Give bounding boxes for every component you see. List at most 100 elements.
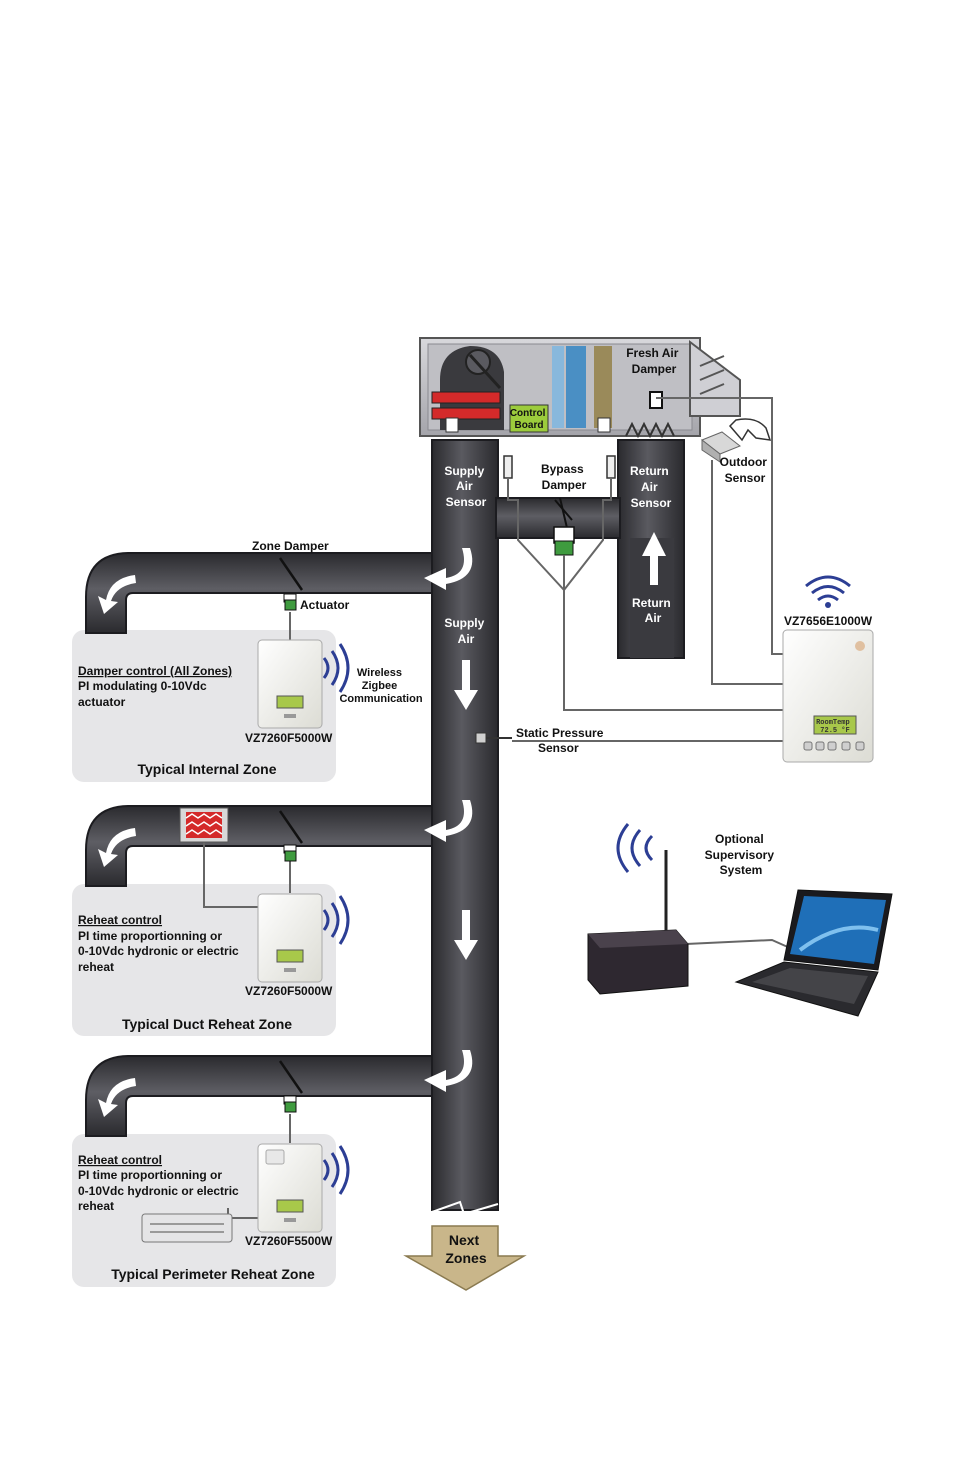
- wire-supply-sensor: [507, 478, 565, 591]
- fresh-air-damper-label-1: Fresh Air: [626, 346, 679, 360]
- outdoor-sensor-label-1: Outdoor: [720, 455, 768, 469]
- zone3-model: VZ7260F5500W: [245, 1234, 333, 1248]
- svg-text:RoomTemp 72.5 °F: RoomTemp 72.5 °F: [816, 719, 854, 735]
- wireless-label-1: Wireless: [357, 667, 402, 679]
- supervisory-label-3: System: [720, 863, 763, 877]
- static-pressure-sensor-icon: [475, 732, 512, 744]
- zone1-control-title: Damper control (All Zones): [78, 664, 232, 678]
- flow-arrow-down-2: [454, 910, 478, 960]
- zone-duct-3: [85, 1055, 433, 1137]
- supply-air-sensor-label-2: Air: [456, 479, 473, 493]
- zone-damper-2-icon: [278, 810, 304, 862]
- zone-thermostat-3: [257, 1143, 323, 1233]
- svg-text:Return Air Sensor: Return Air Sensor: [630, 464, 672, 510]
- wire-supervisory: [685, 938, 791, 949]
- return-air-sensor-probe: [606, 455, 616, 479]
- duct-heater-icon: [179, 807, 229, 843]
- zone2-desc-3: reheat: [78, 960, 114, 974]
- static-pressure-label-1: Static Pressure: [516, 726, 604, 740]
- wireless-gateway-icon: [587, 929, 689, 995]
- supply-air-sensor-label-3: Sensor: [446, 495, 487, 509]
- svg-text:Next Zones: Next Zones: [445, 1232, 486, 1266]
- next-zones-label-2: Zones: [445, 1250, 486, 1266]
- outdoor-sensor-label-2: Sensor: [725, 471, 766, 485]
- zone-damper-label: Zone Damper: [252, 539, 329, 553]
- wire-to-controller-1: [563, 590, 783, 711]
- wire-zone2-heater: [203, 838, 262, 908]
- wireless-signal-icon-main: [805, 575, 851, 602]
- zone-damper-3-icon: [278, 1060, 304, 1113]
- return-air-sensor-label-2: Air: [641, 480, 658, 494]
- wireless-dot: [825, 602, 831, 608]
- svg-text:Fresh Air Damper: Fresh Air Damper: [626, 346, 682, 376]
- baseboard-heater-icon: [141, 1213, 233, 1243]
- air-handling-unit: [419, 337, 741, 439]
- zone-thermostat-1: [257, 639, 323, 729]
- svg-text:Return Air: Return Air: [632, 596, 674, 625]
- zone-thermostat-2: [257, 893, 323, 983]
- svg-text:Bypass Damper: Bypass Damper: [541, 462, 587, 492]
- main-lcd-line-1: RoomTemp: [816, 719, 850, 727]
- wireless-signal-icon-2: [322, 895, 350, 945]
- cooling-coil-icon: [552, 346, 564, 428]
- svg-text:Wireless Zigbee Commun: Wireless Zigbee Communication: [339, 667, 422, 705]
- wireless-signal-icon-3: [322, 1145, 350, 1195]
- next-zones-arrow: [403, 1225, 527, 1291]
- main-controller-model: VZ7656E1000W: [784, 614, 873, 628]
- control-board: [509, 404, 549, 433]
- zone3-desc-1: PI time proportionning or: [78, 1168, 222, 1182]
- main-controller: [782, 629, 874, 763]
- svg-text:Optional Supervisory S: Optional Supervisory System: [705, 832, 778, 877]
- zone3-desc-3: reheat: [78, 1199, 114, 1213]
- svg-text:Outdoor Sensor: Outdoor Sensor: [720, 455, 771, 485]
- control-board-label-2: Board: [515, 420, 544, 431]
- supervisory-label-1: Optional: [715, 832, 764, 846]
- zone3-control-title: Reheat control: [78, 1153, 162, 1167]
- duct-break-mark: [431, 1200, 499, 1216]
- control-board-label-1: Control: [510, 408, 546, 419]
- return-grille-icon: [625, 421, 675, 439]
- svg-text:PI time proportionning or: PI time proportionning or 0-10Vdc hydron…: [78, 1168, 242, 1213]
- wire-outdoor: [711, 460, 783, 685]
- zone1-title: Typical Internal Zone: [138, 761, 277, 777]
- flow-arrow-branch-3: [424, 1050, 473, 1092]
- zone1-desc-2: actuator: [78, 695, 126, 709]
- zone-duct-2: [85, 805, 433, 887]
- wire-fresh-air-damper: [656, 397, 783, 655]
- flow-arrow-elbow-2: [98, 828, 136, 867]
- fresh-air-damper-label-2: Damper: [632, 362, 677, 376]
- return-air-sensor-label-1: Return: [630, 464, 669, 478]
- bypass-damper-icon: [553, 497, 575, 556]
- wireless-signal-icon-1: [322, 643, 350, 693]
- bypass-damper-label-2: Damper: [542, 478, 587, 492]
- supervisory-label-2: Supervisory: [705, 848, 775, 862]
- svg-text:Static Pressure Sensor: Static Pressure Sensor: [516, 726, 607, 755]
- flow-arrow-elbow-1: [98, 575, 136, 614]
- wireless-label-3: Communication: [339, 693, 422, 705]
- zone1-model: VZ7260F5000W: [245, 731, 333, 745]
- svg-text:PI modulating 0-10Vdc actu: PI modulating 0-10Vdc actuator: [78, 679, 210, 709]
- svg-text:PI time proportionning or: PI time proportionning or 0-10Vdc hydron…: [78, 929, 242, 974]
- bypass-damper-label-1: Bypass: [541, 462, 584, 476]
- flow-arrow-up-return: [642, 532, 666, 585]
- next-zones-label-1: Next: [449, 1232, 480, 1248]
- supply-air-sensor-probe: [503, 455, 513, 479]
- flow-arrow-elbow-3: [98, 1078, 136, 1117]
- flow-arrow-branch-2: [424, 800, 473, 842]
- outdoor-sensor-icon: [701, 418, 772, 463]
- fresh-air-damper-icon: [689, 339, 741, 417]
- main-lcd-line-2: 72.5 °F: [820, 726, 849, 735]
- supply-air-label-1: Supply: [444, 616, 484, 630]
- supply-air-label-2: Air: [458, 632, 475, 646]
- wire-return-sensor: [563, 478, 612, 591]
- return-air-label-2: Air: [645, 611, 662, 625]
- wireless-signal-icon-supervisory: [616, 823, 654, 873]
- return-air-label-1: Return: [632, 596, 671, 610]
- zone2-title: Typical Duct Reheat Zone: [122, 1016, 292, 1032]
- flow-arrow-branch-1: [424, 548, 473, 590]
- laptop-icon: [734, 889, 893, 1017]
- return-air-sensor-label-3: Sensor: [631, 496, 672, 510]
- zone3-desc-2: 0-10Vdc hydronic or electric: [78, 1184, 239, 1198]
- zone3-title: Typical Perimeter Reheat Zone: [111, 1266, 315, 1282]
